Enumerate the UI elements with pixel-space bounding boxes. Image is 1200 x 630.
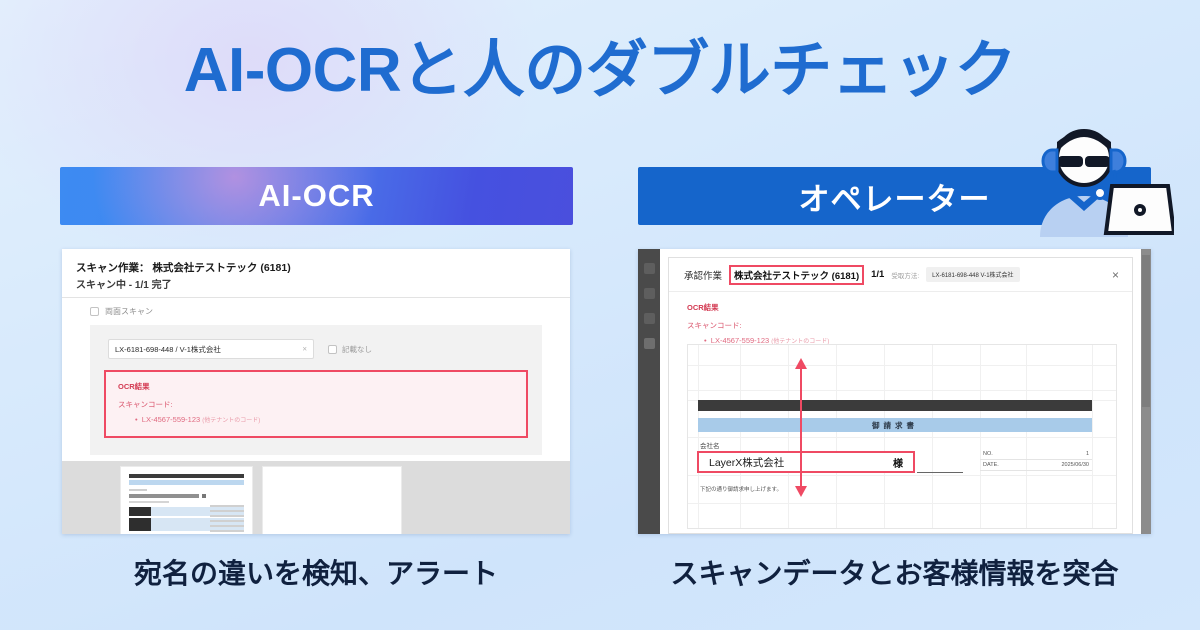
invoice-meta-table: NO. 1 DATE. 2025/06/30 <box>980 449 1092 471</box>
document-thumbnail-page-1[interactable] <box>120 466 253 534</box>
invoice-date-label: DATE. <box>983 462 999 468</box>
vertical-scrollbar[interactable] <box>1141 249 1151 534</box>
operator-screenshot: 承認作業 株式会社テストテック (6181) 1/1 受取方法: LX-6181… <box>638 249 1151 534</box>
thumb-name-row <box>129 494 244 498</box>
receive-method-value: LX-6181-698-448 V-1株式会社 <box>926 267 1020 282</box>
invoice-no-label: NO. <box>983 451 993 457</box>
scan-task-title: スキャン作業： 株式会社テストテック (6181) <box>76 262 291 274</box>
invoice-header-bar <box>698 400 1092 411</box>
close-icon[interactable]: × <box>1111 267 1119 282</box>
sidebar-icon-4[interactable] <box>643 338 655 349</box>
sidebar-icon-1[interactable] <box>643 263 655 274</box>
invoice-company-label: 会社名 <box>700 443 720 450</box>
scan-task-status: スキャン中 - 1/1 完了 <box>76 280 172 291</box>
ocr-scan-code-item: • LX-4567-559-123 (他テナントのコード) <box>704 336 830 345</box>
ocr-result-heading: OCR結果 <box>118 382 150 391</box>
comparison-arrow-icon <box>795 369 807 497</box>
ocr-scan-code-note: (他テナントのコード) <box>771 339 830 345</box>
invoice-meta-row-no: NO. 1 <box>980 449 1092 460</box>
invoice-recipient-highlight: LayerX株式会社 様 <box>697 451 915 473</box>
ocr-scan-code-value: LX-4567-559-123 <box>141 415 201 424</box>
scan-code-panel: LX-6181-698-448 / V-1株式会社 × 記載なし OCR結果 ス… <box>90 325 542 455</box>
thumb-dark-bar <box>129 474 244 478</box>
document-preview-area <box>62 461 570 534</box>
invoice-meta-row-date: DATE. 2025/06/30 <box>980 460 1092 471</box>
invoice-date-value: 2025/06/30 <box>1061 462 1089 468</box>
duplex-scan-label: 両面スキャン <box>105 307 153 316</box>
sidebar-icon-3[interactable] <box>643 313 655 324</box>
panel-header-ai-ocr-label: AI-OCR <box>258 178 375 213</box>
panel-header-ai-ocr: AI-OCR <box>60 167 573 225</box>
app-sidebar-rail <box>638 249 660 534</box>
sidebar-icon-2[interactable] <box>643 288 655 299</box>
panel-header-operator-label: オペレーター <box>798 181 991 217</box>
approval-count: 1/1 <box>871 269 885 280</box>
ai-ocr-screenshot: スキャン作業： 株式会社テストテック (6181) スキャン中 - 1/1 完了… <box>62 249 570 534</box>
divider <box>62 297 570 298</box>
no-entry-checkbox[interactable]: 記載なし <box>328 344 372 355</box>
thumb-note-line <box>129 501 169 503</box>
ocr-result-alert-box: OCR結果 スキャンコード: • LX-4567-559-123 (他テナントの… <box>104 370 528 438</box>
scan-code-input[interactable]: LX-6181-698-448 / V-1株式会社 × <box>108 339 314 359</box>
approval-task-label: 承認作業 <box>684 270 723 282</box>
scan-code-input-row: LX-6181-698-448 / V-1株式会社 × 記載なし <box>108 339 372 359</box>
page-title: AI-OCRと人のダブルチェック <box>183 36 1017 105</box>
ocr-scan-code-item: • LX-4567-559-123 (他テナントのコード) <box>135 415 261 424</box>
no-entry-label: 記載なし <box>342 344 372 354</box>
approval-company-highlight: 株式会社テストテック (6181) <box>729 264 865 285</box>
caption-right: スキャンデータとお客様情報を突合 <box>670 558 1119 589</box>
receive-method-label: 受取方法: <box>891 272 920 280</box>
thumb-label-line <box>129 489 147 491</box>
invoice-recipient-honorific: 様 <box>893 458 903 470</box>
ocr-result-block: OCR結果 スキャンコード: • LX-4567-559-123 (他テナントの… <box>669 292 1132 345</box>
invoice-note-text: 下記の通り御請求申し上げます。 <box>700 487 782 493</box>
thumb-honorific-mark <box>202 494 206 498</box>
duplex-scan-checkbox[interactable]: 両面スキャン <box>90 306 153 317</box>
invoice-recipient-underline <box>917 472 963 473</box>
document-thumbnail-page-2[interactable] <box>262 466 402 534</box>
approval-modal-topbar: 承認作業 株式会社テストテック (6181) 1/1 受取方法: LX-6181… <box>669 258 1132 292</box>
scrollbar-thumb[interactable] <box>1142 255 1150 407</box>
ocr-result-heading: OCR結果 <box>687 303 719 312</box>
invoice-document-viewer[interactable]: 御請求書 会社名 LayerX株式会社 様 NO. 1 DATE. 2025/0… <box>687 344 1117 529</box>
invoice-no-value: 1 <box>1085 451 1089 457</box>
checkbox-box-icon[interactable] <box>328 344 337 354</box>
invoice-doc-title: 御請求書 <box>698 418 1092 432</box>
ocr-scan-code-value: LX-4567-559-123 <box>710 336 770 345</box>
thumb-blue-title-bar <box>129 480 244 485</box>
panel-header-operator: オペレーター <box>638 167 1151 225</box>
ocr-scan-code-note: (他テナントのコード) <box>202 418 261 424</box>
invoice-thumbnail-content <box>121 467 252 534</box>
ocr-scan-code-label: スキャンコード: <box>687 321 742 330</box>
caption-left: 宛名の違いを検知、アラート <box>133 558 498 589</box>
clear-input-icon[interactable]: × <box>302 344 307 354</box>
approval-modal: 承認作業 株式会社テストテック (6181) 1/1 受取方法: LX-6181… <box>668 257 1133 534</box>
thumb-name-line <box>129 494 199 498</box>
thumb-side-column <box>210 505 244 534</box>
scan-code-input-value: LX-6181-698-448 / V-1株式会社 <box>115 344 221 354</box>
thumb-table-row-a <box>129 507 244 516</box>
ocr-scan-code-label: スキャンコード: <box>118 400 173 409</box>
checkbox-box-icon[interactable] <box>90 307 99 316</box>
invoice-recipient-name: LayerX株式会社 <box>709 456 785 469</box>
